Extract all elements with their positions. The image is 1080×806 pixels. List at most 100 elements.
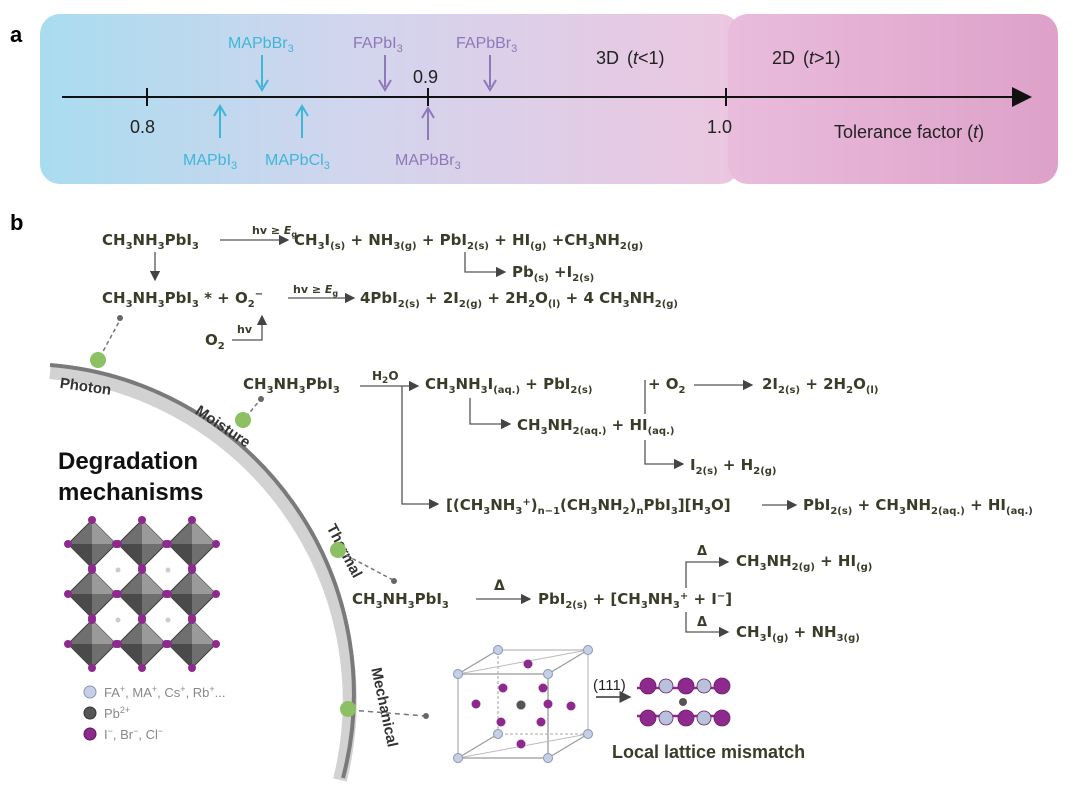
halide-ion: [188, 516, 196, 524]
svg-text:PbI2(s) + [CH3NH3+ + I−]: PbI2(s) + [CH3NH3+ + I−]: [538, 590, 732, 611]
layer-ion: [677, 709, 695, 727]
halide-ion: [64, 590, 72, 598]
octahedron-face-dark: [118, 544, 142, 568]
layer-ion: [658, 678, 674, 694]
octahedron-face-light: [192, 570, 216, 594]
svg-text:PbI2(s) + CH3NH2(aq.) + HI(aq.: PbI2(s) + CH3NH2(aq.) + HI(aq.): [803, 496, 1033, 517]
legend-halide: I−, Br−, Cl−: [104, 726, 163, 742]
cube-corner-cation: [543, 753, 553, 763]
node-photon: [90, 352, 106, 368]
arrowhead-mapbi3: [213, 104, 227, 117]
connector-mechanical-end: [423, 713, 429, 719]
connector-thermal-end: [391, 578, 397, 584]
compound-mapbbr3-top: MAPbBr3: [228, 35, 294, 55]
tick-label-08: 0.8: [130, 117, 155, 137]
halide-ion: [138, 616, 146, 624]
cube-corner-cation: [493, 729, 503, 739]
connector-moisture-end: [258, 396, 264, 402]
halide-ion: [138, 664, 146, 672]
legend-pb-swatch: [83, 706, 97, 720]
cube-halide: [543, 699, 553, 709]
svg-text:I2(s) + H2(g): I2(s) + H2(g): [690, 456, 777, 477]
halide-ion: [114, 590, 122, 598]
moisture-reactions: CH3NH3PbI3 H2O CH3NH3I(aq.) + PbI2(s) CH…: [243, 369, 1033, 517]
cube-pb: [516, 700, 526, 710]
panel-b-label: b: [10, 210, 23, 235]
svg-text:CH3NH3PbI3 * + O2−: CH3NH3PbI3 * + O2−: [102, 289, 263, 310]
cube-halide: [471, 699, 481, 709]
cube-edge-depth: [457, 649, 499, 675]
perovskite-lattice: [64, 516, 220, 672]
svg-text:Δ: Δ: [697, 544, 707, 559]
cube-halide: [498, 683, 508, 693]
degradation-arc: [49, 363, 356, 779]
photon-reaction-1: CH3NH3PbI3 hv ≥ Eg CH3I(s) + NH3(g) + Pb…: [102, 224, 643, 284]
svg-text:hv ≥ Eg: hv ≥ Eg: [252, 224, 297, 239]
halide-ion: [188, 616, 196, 624]
arrowhead-mapbcl3: [295, 104, 309, 117]
halide-ion: [114, 540, 122, 548]
halide-ion: [64, 640, 72, 648]
svg-text:Δ: Δ: [494, 578, 505, 594]
tick-label-09: 0.9: [413, 67, 438, 87]
octahedron-face-light: [92, 520, 116, 544]
octahedron-face-light: [142, 570, 166, 594]
compound-fapbi3: FAPbI3: [353, 35, 403, 55]
photon-reaction-2: CH3NH3PbI3 * + O2− hv ≥ Eg 4PbI2(s) + 2I…: [102, 283, 678, 352]
arc-shadow: [49, 365, 357, 782]
svg-text:[(CH3NH3+)n−1(CH3NH2)nPbI3][H3: [(CH3NH3+)n−1(CH3NH2)nPbI3][H3O]: [446, 496, 731, 517]
halide-ion: [88, 664, 96, 672]
node-moisture: [235, 412, 251, 428]
cube-corner-cation: [453, 753, 463, 763]
region-2d-bg: [728, 14, 1058, 184]
svg-text:4PbI2(s) + 2I2(g) + 2H2O(l) +: 4PbI2(s) + 2I2(g) + 2H2O(l) + 4 CH3NH2(g…: [360, 289, 678, 310]
a-site-cation: [165, 567, 171, 573]
cube-corner-cation: [543, 669, 553, 679]
mismatch-label: Local lattice mismatch: [612, 742, 805, 762]
svg-text:CH3NH3PbI3: CH3NH3PbI3: [102, 231, 199, 252]
region-3d-bg: [40, 14, 740, 184]
svg-text:CH3I(g) + NH3(g): CH3I(g) + NH3(g): [736, 623, 860, 644]
connector-thermal: [339, 551, 394, 581]
cube-edge-depth: [547, 649, 589, 675]
svg-text:CH3NH3I(aq.) + PbI2(s): CH3NH3I(aq.) + PbI2(s): [425, 375, 592, 396]
node-mechanical: [340, 701, 356, 717]
svg-text:O2: O2: [205, 331, 225, 352]
octahedron-face-light: [192, 520, 216, 544]
halide-ion: [88, 516, 96, 524]
halide-ion: [164, 590, 172, 598]
halide-ion: [64, 540, 72, 548]
octahedron-face-light: [142, 620, 166, 644]
layer-ion: [639, 677, 657, 695]
legend-halide-swatch: [83, 727, 97, 741]
a-site-cation: [115, 567, 121, 573]
connector-mechanical: [349, 709, 426, 717]
cube-corner-cation: [583, 729, 593, 739]
axis-label: Tolerance factor (t): [834, 122, 984, 142]
octahedron-face-light: [192, 620, 216, 644]
region-2d-label: 2D(t>1): [772, 48, 841, 68]
layer-ion: [713, 677, 731, 695]
svg-text:hv: hv: [237, 323, 253, 336]
halide-ion: [188, 664, 196, 672]
node-thermal: [330, 542, 346, 558]
cube-halide: [536, 717, 546, 727]
octahedron-face-dark: [118, 594, 142, 618]
svg-text:2I2(s) + 2H2O(l): 2I2(s) + 2H2O(l): [762, 375, 878, 396]
svg-text:Δ: Δ: [697, 615, 707, 630]
layer-pb: [679, 698, 687, 706]
halide-ion: [188, 566, 196, 574]
degradation-title-1: Degradation: [58, 448, 198, 475]
octahedron-face-dark: [68, 544, 92, 568]
legend-a-site-swatch: [83, 685, 97, 699]
cube-halide: [538, 683, 548, 693]
arrowhead-fapbbr3: [483, 79, 497, 92]
connector-photon: [99, 319, 121, 358]
a-site-cation: [115, 617, 121, 623]
layer-ion: [639, 709, 657, 727]
plane-111-label: (111): [593, 677, 626, 694]
svg-text:Pb(s) +I2(s): Pb(s) +I2(s): [512, 263, 594, 284]
octahedron-face-light: [92, 620, 116, 644]
halide-ion: [164, 640, 172, 648]
